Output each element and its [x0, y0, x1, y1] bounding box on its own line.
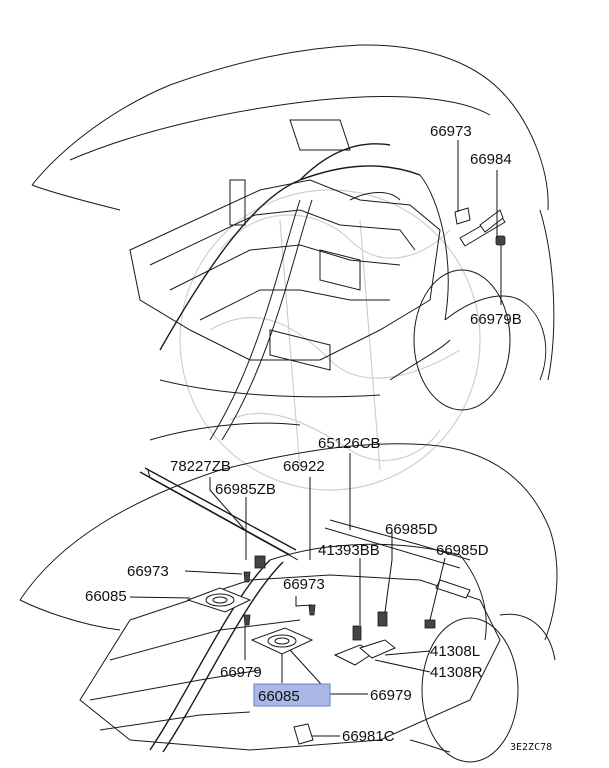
lower-parts — [186, 555, 471, 745]
upper-car-body — [31, 44, 555, 441]
upper-parts — [454, 207, 506, 247]
label-66973-b[interactable]: 66973 — [283, 576, 325, 593]
label-66979b[interactable]: 66979B — [470, 311, 522, 328]
selected-part-highlight — [253, 683, 331, 707]
grommet-part — [293, 723, 314, 745]
lower-car-body — [19, 422, 558, 763]
label-41308r[interactable]: 41308R — [430, 664, 483, 681]
label-66981c[interactable]: 66981C — [342, 728, 395, 745]
label-65126cb[interactable]: 65126CB — [318, 435, 381, 452]
label-66984[interactable]: 66984 — [470, 151, 512, 168]
label-66979-b[interactable]: 66979 — [370, 687, 412, 704]
label-78227zb[interactable]: 78227ZB — [170, 458, 231, 475]
label-66973-top[interactable]: 66973 — [430, 123, 472, 140]
label-66973-a[interactable]: 66973 — [127, 563, 169, 580]
label-66085-b[interactable]: 66085 — [258, 688, 300, 705]
clip-part — [254, 555, 266, 569]
label-66985zb[interactable]: 66985ZB — [215, 481, 276, 498]
diagram-code: 3E2ZC78 — [510, 742, 552, 753]
label-66979-a[interactable]: 66979 — [220, 664, 262, 681]
label-66985d-b[interactable]: 66985D — [436, 542, 489, 559]
label-41308l[interactable]: 41308L — [430, 643, 480, 660]
label-66922[interactable]: 66922 — [283, 458, 325, 475]
label-66985d-a[interactable]: 66985D — [385, 521, 438, 538]
leader-lines — [129, 140, 502, 737]
part-labels: 66973 66984 66979B 65126CB 78227ZB 66922… — [85, 123, 552, 753]
label-41393bb[interactable]: 41393BB — [318, 542, 380, 559]
screw-part — [243, 571, 251, 583]
label-66085-a[interactable]: 66085 — [85, 588, 127, 605]
bolt-part — [352, 625, 362, 641]
clip-part — [454, 207, 471, 225]
